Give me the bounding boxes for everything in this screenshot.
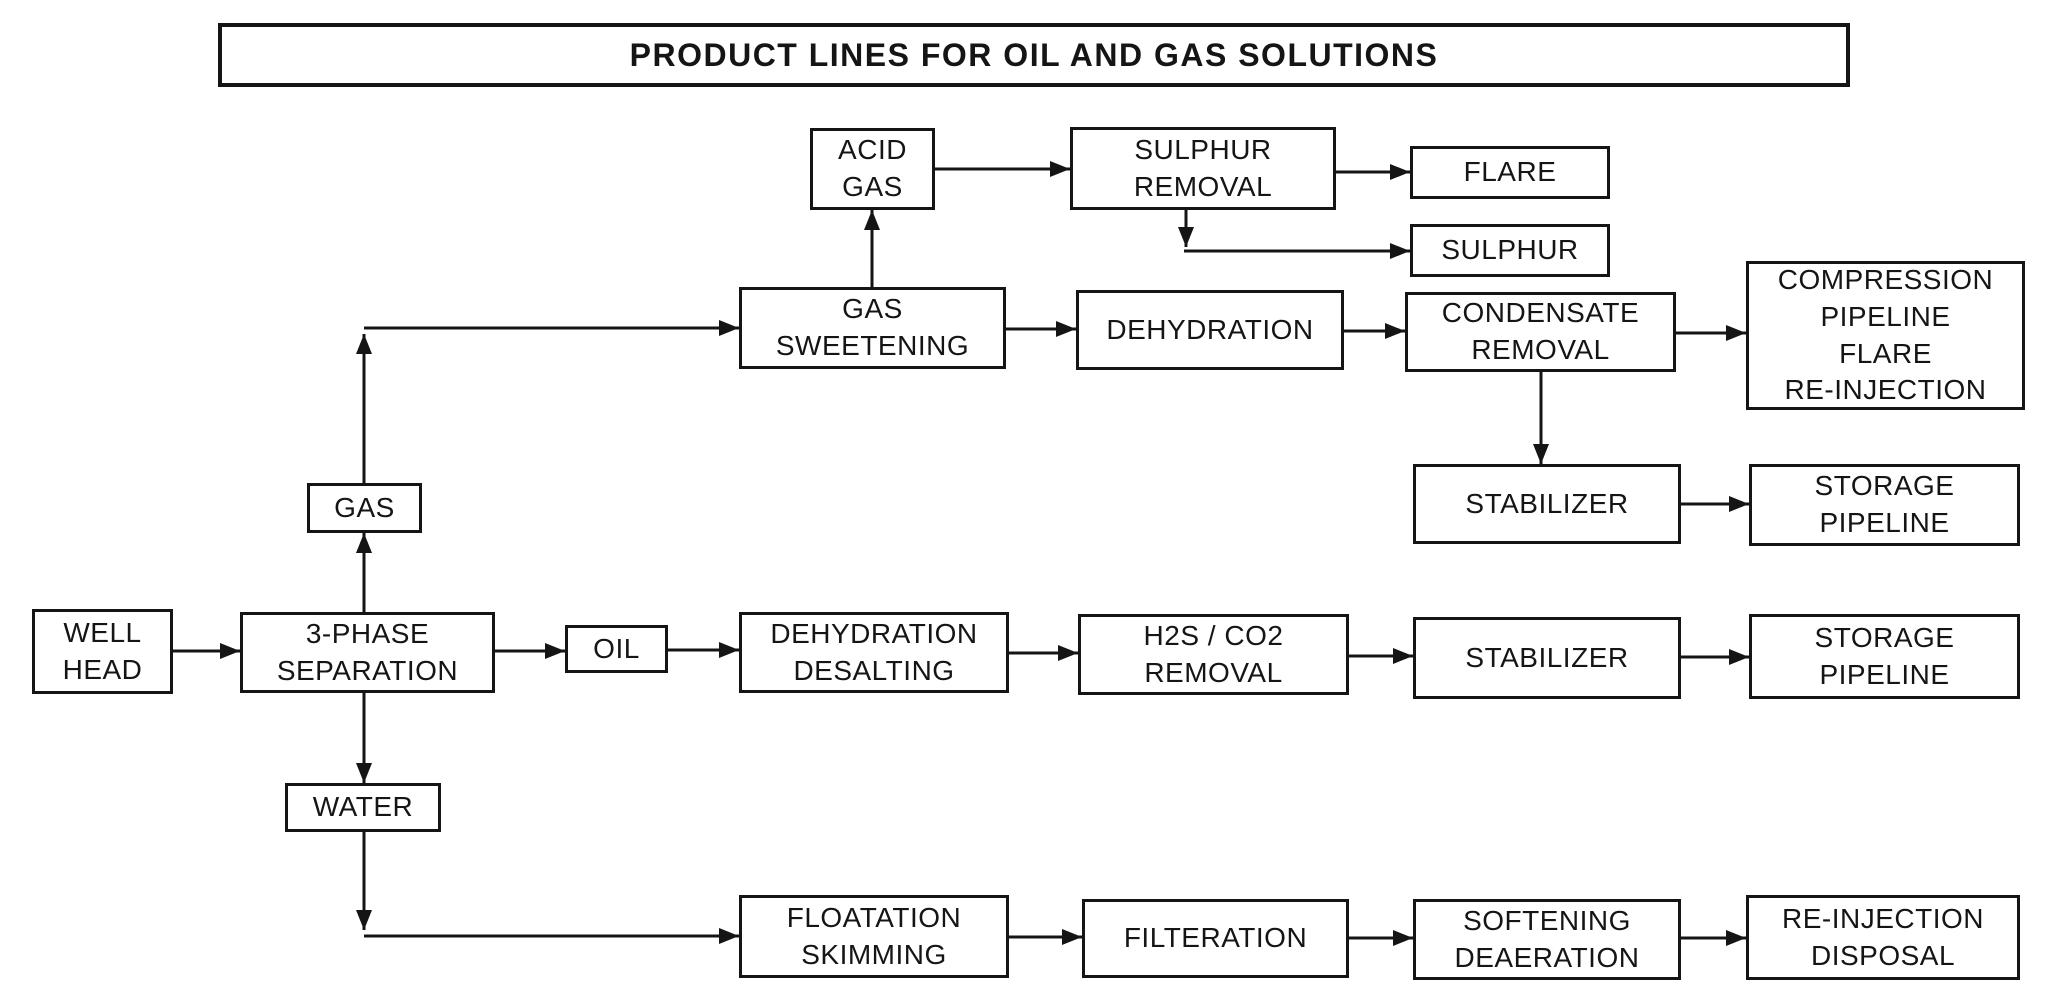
node-condensate-removal: CONDENSATE REMOVAL [1405,292,1676,372]
node-sulphur: SULPHUR [1410,224,1610,277]
node-dehydration-desalting: DEHYDRATION DESALTING [739,612,1009,693]
node-gas: GAS [307,483,422,533]
node-compression-pipeline-flare-reinjection: COMPRESSION PIPELINE FLARE RE-INJECTION [1746,261,2025,410]
node-storage-pipeline-gas-line: STORAGE PIPELINE [1749,464,2020,546]
node-oil: OIL [565,625,668,673]
node-gas-sweetening: GAS SWEETENING [739,287,1006,369]
node-floatation-skimming: FLOATATION SKIMMING [739,895,1009,978]
node-h2s-co2-removal: H2S / CO2 REMOVAL [1078,614,1349,695]
node-acid-gas: ACID GAS [810,128,935,210]
node-storage-pipeline-oil-line: STORAGE PIPELINE [1749,614,2020,699]
diagram-title: PRODUCT LINES FOR OIL AND GAS SOLUTIONS [218,23,1850,87]
node-softening-deaeration: SOFTENING DEAERATION [1413,899,1681,980]
node-well-head: WELL HEAD [32,609,173,694]
node-3-phase-separation: 3-PHASE SEPARATION [240,612,495,693]
node-filteration: FILTERATION [1082,899,1349,978]
node-flare: FLARE [1410,146,1610,199]
node-stabilizer-gas-line: STABILIZER [1413,464,1681,544]
node-stabilizer-oil-line: STABILIZER [1413,617,1681,699]
node-sulphur-removal: SULPHUR REMOVAL [1070,127,1336,210]
node-dehydration: DEHYDRATION [1076,290,1344,370]
node-re-injection-disposal: RE-INJECTION DISPOSAL [1746,895,2020,980]
node-water: WATER [285,783,441,832]
